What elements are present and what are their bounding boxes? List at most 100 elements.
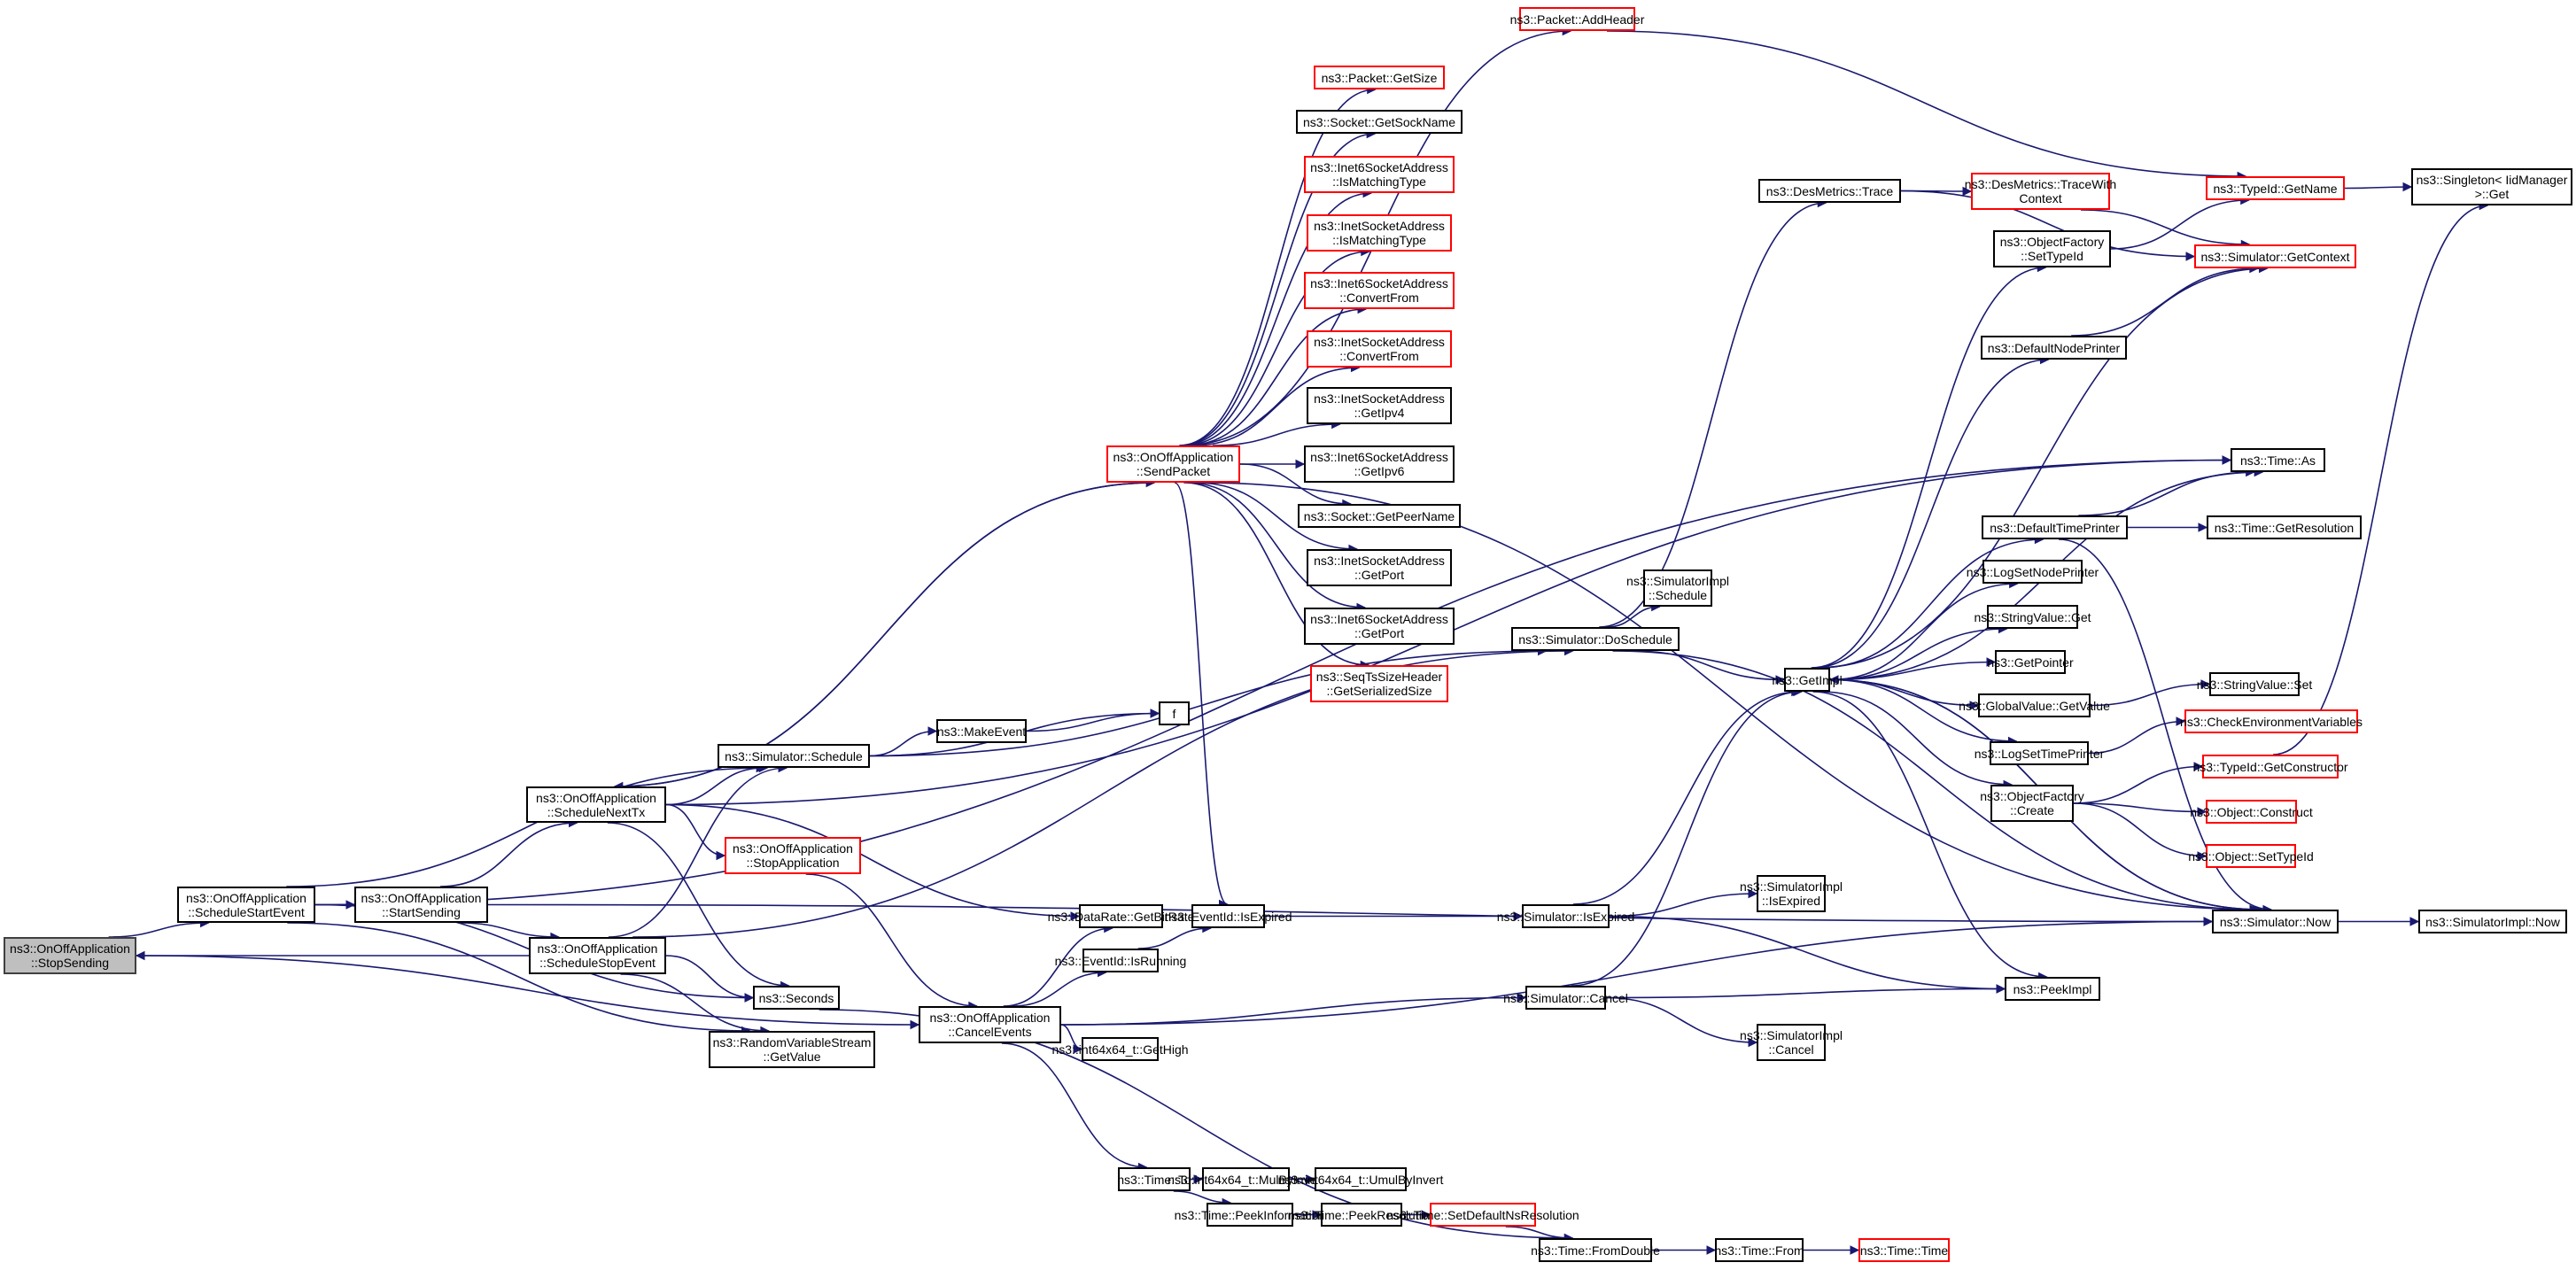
graph-node-timefrom[interactable]: ns3::Time::From — [1714, 1238, 1804, 1262]
graph-node-peekres[interactable]: ns3::Time::PeekResolution — [1288, 1203, 1435, 1227]
graph-node-simisexpired[interactable]: ns3::Simulator::IsExpired — [1497, 904, 1634, 928]
graph-node-getheigh[interactable]: ns3::int64x64_t::GetHigh — [1051, 1037, 1189, 1061]
graph-node-logsetnode[interactable]: ns3::LogSetNodePrinter — [1967, 560, 2099, 584]
graph-node-timeas[interactable]: ns3::Time::As — [2231, 448, 2325, 472]
graph-node-peekinfo[interactable]: ns3::Time::PeekInformation — [1175, 1203, 1325, 1227]
graph-node-makeevent[interactable]: ns3::MakeEvent — [936, 719, 1027, 743]
graph-node-ofcreate[interactable]: ns3::ObjectFactory ::Create — [1980, 785, 2084, 822]
graph-node-seqts[interactable]: ns3::SeqTsSizeHeader ::GetSerializedSize — [1310, 665, 1448, 702]
graph-node-checkenv[interactable]: ns3::CheckEnvironmentVariables — [2180, 709, 2363, 733]
graph-node-simimplisexp[interactable]: ns3::SimulatorImpl ::IsExpired — [1740, 875, 1843, 912]
graph-node-getpeername[interactable]: ns3::Socket::GetPeerName — [1298, 504, 1461, 528]
graph-node-typeidgetname[interactable]: ns3::TypeId::GetName — [2206, 176, 2345, 200]
graph-node-timetime[interactable]: ns3::Time::Time — [1858, 1238, 1950, 1262]
arrowhead-icon — [1421, 1210, 1432, 1220]
graph-node-singleton[interactable]: ns3::Singleton< IidManager >::Get — [2411, 168, 2572, 205]
graph-node-isrunning[interactable]: ns3::EventId::IsRunning — [1055, 949, 1186, 972]
graph-node-logsettime[interactable]: ns3::LogSetTimePrinter — [1975, 741, 2104, 765]
call-edge-stopsending-schedstart — [108, 922, 209, 938]
graph-node-schedstop[interactable]: ns3::OnOffApplication ::ScheduleStopEven… — [529, 937, 666, 974]
call-edge-getimpl-deftimeprinter — [1819, 538, 2044, 669]
arrowhead-icon — [1070, 911, 1081, 921]
call-edge-simschedule-doschedule — [869, 650, 1547, 757]
call-edge-isrunning-evisexpired — [1137, 927, 1211, 949]
graph-node-schednexttx[interactable]: ns3::OnOffApplication ::ScheduleNextTx — [526, 786, 666, 823]
graph-node-timegetres[interactable]: ns3::Time::GetResolution — [2207, 515, 2362, 539]
graph-node-objsettypeid[interactable]: ns3::Object::SetTypeId — [2188, 844, 2314, 868]
call-edge-cancelevents-isrunning — [1013, 972, 1106, 1007]
graph-node-desmtracectx[interactable]: ns3::DesMetrics::TraceWith Context — [1965, 173, 2116, 210]
graph-node-i6match[interactable]: ns3::Inet6SocketAddress ::IsMatchingType — [1304, 156, 1455, 193]
call-edge-getimpl-logsetnode — [1829, 583, 2018, 681]
graph-node-getpointer[interactable]: ns3::GetPointer — [1987, 650, 2074, 674]
graph-node-stopapp[interactable]: ns3::OnOffApplication ::StopApplication — [725, 837, 861, 874]
graph-node-i4ipv4[interactable]: ns3::InetSocketAddress ::GetIpv4 — [1307, 387, 1452, 424]
graph-node-gvgetvalue[interactable]: ns3::GlobalValue::GetValue — [1959, 693, 2110, 717]
graph-node-strvalset[interactable]: ns3::StringValue::Set — [2197, 672, 2312, 696]
call-edge-schedstop-simschedule — [608, 767, 788, 938]
call-edge-sendpacket-getpeername — [1239, 463, 1351, 505]
graph-node-simcancel[interactable]: ns3::Simulator::Cancel — [1503, 986, 1628, 1010]
graph-node-schedstart[interactable]: ns3::OnOffApplication ::ScheduleStartEve… — [177, 887, 315, 923]
graph-node-mulbyinvert[interactable]: ns3::int64x64_t::MulByInvert — [1168, 1167, 1324, 1191]
graph-node-i6conv[interactable]: ns3::Inet6SocketAddress ::ConvertFrom — [1304, 272, 1455, 309]
graph-node-startsending[interactable]: ns3::OnOffApplication ::StartSending — [354, 887, 488, 923]
call-edge-addheader-typeidgetname — [1606, 30, 2246, 177]
graph-node-defnodeprinter[interactable]: ns3::DefaultNodePrinter — [1981, 336, 2127, 360]
graph-node-simimplsched[interactable]: ns3::SimulatorImpl ::Schedule — [1626, 569, 1729, 607]
arrowhead-icon — [2198, 523, 2208, 532]
graph-node-cancelevents[interactable]: ns3::OnOffApplication ::CancelEvents — [919, 1006, 1061, 1043]
graph-node-i6port[interactable]: ns3::Inet6SocketAddress ::GetPort — [1304, 608, 1455, 645]
graph-node-simnow[interactable]: ns3::Simulator::Now — [2212, 910, 2339, 933]
graph-node-setdefns[interactable]: ns3::Time::SetDefaultNsResolution — [1386, 1203, 1579, 1227]
graph-node-i4port[interactable]: ns3::InetSocketAddress ::GetPort — [1307, 549, 1452, 586]
graph-node-timeto[interactable]: ns3::Time::To — [1117, 1167, 1191, 1191]
graph-node-peekimpl[interactable]: ns3::PeekImpl — [2005, 977, 2100, 1001]
graph-node-simgetcontext[interactable]: ns3::Simulator::GetContext — [2194, 244, 2356, 268]
call-edge-ofsettypeid-typeidgetname — [2110, 199, 2249, 250]
graph-node-addheader[interactable]: ns3::Packet::AddHeader — [1510, 7, 1644, 31]
graph-node-objconstruct[interactable]: ns3::Object::Construct — [2190, 800, 2313, 824]
arrowhead-icon — [1150, 709, 1160, 718]
graph-node-evisexpired[interactable]: ns3::EventId::IsExpired — [1165, 904, 1292, 928]
graph-node-simimplnow[interactable]: ns3::SimulatorImpl::Now — [2418, 910, 2567, 933]
graph-node-umulbyinvert[interactable]: ns3::int64x64_t::UmulByInvert — [1278, 1167, 1443, 1191]
graph-node-simimplcancel[interactable]: ns3::SimulatorImpl ::Cancel — [1740, 1024, 1843, 1061]
graph-node-doschedule[interactable]: ns3::Simulator::DoSchedule — [1511, 627, 1680, 651]
call-edge-getimpl-gvgetvalue — [1829, 678, 1979, 707]
graph-node-f[interactable]: f — [1159, 701, 1190, 725]
graph-node-desmtrace[interactable]: ns3::DesMetrics::Trace — [1758, 179, 1901, 203]
arrowhead-icon — [135, 950, 145, 961]
graph-node-stopsending[interactable]: ns3::OnOffApplication ::StopSending — [4, 937, 136, 974]
call-edge-schednexttx-seconds — [607, 822, 789, 987]
call-edge-schedstart-rvsgetvalue — [287, 922, 750, 1032]
graph-node-getimpl[interactable]: ns3::GetImpl — [1772, 668, 1843, 692]
call-edge-simisexpired-peekimpl — [1609, 915, 2006, 990]
graph-node-i6ipv6[interactable]: ns3::Inet6SocketAddress ::GetIpv6 — [1304, 445, 1455, 483]
graph-node-strvalget[interactable]: ns3::StringValue::Get — [1974, 605, 2091, 629]
graph-node-fromdouble[interactable]: ns3::Time::FromDouble — [1531, 1238, 1660, 1262]
graph-node-simschedule[interactable]: ns3::Simulator::Schedule — [718, 744, 870, 768]
arrowhead-icon — [2197, 851, 2207, 861]
graph-node-getconstructor[interactable]: ns3::TypeId::GetConstructor — [2192, 755, 2348, 778]
call-edge-ofcreate-getconstructor — [2073, 765, 2203, 804]
call-edge-doschedule-desmtrace — [1599, 202, 1827, 628]
graph-node-i4conv[interactable]: ns3::InetSocketAddress ::ConvertFrom — [1307, 330, 1452, 368]
call-edge-defnodeprinter-simgetcontext — [2071, 267, 2258, 337]
graph-node-getsize[interactable]: ns3::Packet::GetSize — [1314, 66, 1445, 89]
graph-node-getsockname[interactable]: ns3::Socket::GetSockName — [1296, 110, 1463, 134]
arrowhead-icon — [2402, 182, 2413, 192]
graph-node-getbitrate[interactable]: ns3::DataRate::GetBitRate — [1048, 904, 1194, 928]
arrowhead-icon — [2193, 762, 2204, 771]
graph-node-rvsgetvalue[interactable]: ns3::RandomVariableStream ::GetValue — [709, 1031, 875, 1068]
arrowhead-icon — [1193, 1174, 1204, 1184]
graph-node-ofsettypeid[interactable]: ns3::ObjectFactory ::SetTypeId — [1993, 230, 2111, 267]
call-edge-sendpacket-i6match — [1181, 192, 1372, 446]
graph-node-i4match[interactable]: ns3::InetSocketAddress ::IsMatchingType — [1307, 214, 1452, 252]
graph-node-seconds[interactable]: ns3::Seconds — [753, 986, 840, 1010]
arrowhead-icon — [1312, 1210, 1323, 1220]
graph-node-deftimeprinter[interactable]: ns3::DefaultTimePrinter — [1982, 515, 2128, 539]
graph-node-sendpacket[interactable]: ns3::OnOffApplication ::SendPacket — [1106, 445, 1240, 483]
call-edge-schednexttx-simschedule — [665, 767, 765, 806]
call-edge-deftimeprinter-simnow — [2059, 538, 2271, 910]
